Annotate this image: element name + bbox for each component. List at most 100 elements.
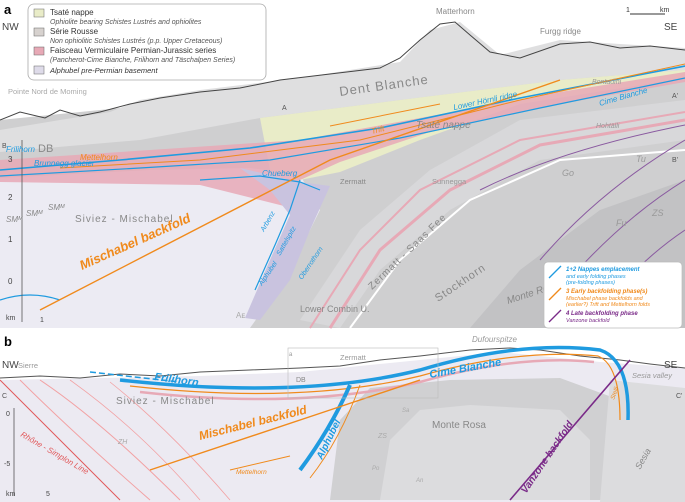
- peak-pointe-nord: Pointe Nord de Moming: [8, 87, 87, 96]
- unit-db: DB: [38, 143, 53, 155]
- axis-b-five: 5: [46, 491, 50, 498]
- unit-tu: Tu: [636, 154, 646, 164]
- zermatt-white-line: [349, 149, 685, 329]
- rhone-line-5: [109, 381, 231, 501]
- axis-bottom-one: 1: [40, 317, 44, 324]
- place-zermatt-b: Zermatt: [340, 353, 367, 362]
- phase-1-line-2: (pre-folding phases): [566, 280, 615, 286]
- rhone-line-4: [69, 379, 201, 501]
- panel-b-inner-dome: [380, 405, 590, 500]
- cime-bianche-arch-orange: [129, 353, 621, 421]
- unit-go: Go: [562, 168, 574, 178]
- zermatt-box: [287, 347, 439, 399]
- unit-siviez-b: Siviez - Mischabel: [116, 396, 215, 407]
- rhone-line-1: [0, 379, 121, 501]
- panel-a: a: [0, 2, 685, 329]
- unit-zermatt-a: Zermatt: [340, 177, 367, 186]
- struct-mettelhorn-b: Mettelhorn: [236, 469, 267, 476]
- phase-3-title: 3 Early backfolding phase(s): [566, 289, 647, 295]
- late-fold-line-1: [539, 139, 685, 261]
- phase-legend: 1+2 Nappes emplacement and early folding…: [543, 261, 683, 329]
- fold-mettelhorn-a: Mettelhorn: [80, 153, 118, 162]
- orientation-nw-a: NW: [2, 22, 19, 33]
- unit-zs-a: ZS: [651, 208, 664, 218]
- place-sesia-valley: Sesia valley: [632, 371, 673, 380]
- panel-b-sesia: [600, 380, 685, 502]
- phase-1-title: 1+2 Nappes emplacement: [566, 267, 641, 273]
- mark-a-prime: A': [672, 93, 678, 100]
- orientation-nw-b: NW: [2, 360, 19, 371]
- cime-bianche-arch-pink: [139, 358, 595, 401]
- unit-lower-combin: Lower Combin U.: [300, 304, 370, 314]
- legend-sub-1: Ophiolite bearing Schistes Lustrés and o…: [50, 19, 202, 26]
- zermatt-pink-line: [328, 118, 685, 329]
- mischabel-backfold-trace-b: [149, 379, 421, 471]
- alphubel-fold-orange: [309, 384, 361, 479]
- zermatt-saas-body: [300, 100, 685, 328]
- unit-monte-rosa-b: Monte Rosa: [432, 420, 486, 431]
- mark-c-prime: C': [676, 393, 682, 400]
- phase-3-line-1: Mischabel phase backfolds and: [566, 296, 644, 302]
- phase-legend-line-1: [548, 265, 562, 279]
- legend-frame: [27, 3, 267, 81]
- phase-legend-line-2: [548, 287, 562, 301]
- alphubel-fold-b: [298, 384, 352, 472]
- mark-b: B: [2, 143, 7, 150]
- peak-furgg: Furgg ridge: [540, 27, 581, 36]
- legend-title-3: Faisceau Vermiculaire Permian-Jurassic s…: [50, 46, 216, 55]
- axis-tick-1: 1: [8, 235, 13, 244]
- unit-sm-2: SMᴹ: [26, 209, 43, 218]
- blue-trace-5: [0, 294, 61, 301]
- dent-blanche-body: [0, 22, 685, 152]
- blue-trace-1: [0, 65, 685, 171]
- phase-4-title: 4 Late backfolding phase: [565, 311, 638, 317]
- mark-c: C: [2, 393, 7, 400]
- unit-zs-b: ZS: [377, 433, 387, 440]
- mettelhorn-trace-b: [229, 455, 291, 471]
- fold-frilihorn-a: Frilihorn: [6, 145, 35, 154]
- late-fold-line-4: [479, 124, 685, 191]
- phase-4-line-1: Vanzone backfold: [566, 318, 610, 324]
- unit-sm-3: SMᴹ: [48, 203, 65, 212]
- unit-hohtalli: Hohtälli: [596, 123, 620, 130]
- vanzone-backfold-trace: [509, 359, 631, 501]
- unit-siviez-a: Siviez - Mischabel: [75, 214, 174, 225]
- frilihorn-dashed: [89, 371, 181, 383]
- mischabel-backfold-trace: [39, 79, 561, 311]
- legend-sub-3: (Pancherot-Cime Bianche, Frilihorn and T…: [50, 57, 235, 64]
- blue-trace-4: [254, 179, 301, 291]
- phase-3-line-2: (earlier?) Trift and Mettelhorn folds: [566, 302, 650, 308]
- legend-sub-2: Non ophiolitic Schistes Lustrés (p.p. Up…: [50, 38, 222, 45]
- unit-bontadini: Bontadini: [592, 79, 622, 86]
- peak-matterhorn: Matterhorn: [436, 7, 475, 16]
- orientation-se-a: SE: [664, 22, 678, 33]
- unit-fu: Fu: [616, 218, 627, 228]
- unit-sunnegga: Sunnegga: [432, 177, 467, 186]
- axis-tick-km: km: [6, 315, 16, 322]
- unit-an: An: [415, 478, 424, 484]
- legend-title-2: Série Rousse: [50, 27, 99, 36]
- legend-title-4: Alphubel pre-Permian basement: [49, 66, 158, 75]
- scale-km-a: km: [660, 7, 670, 14]
- legend-swatch-rousse: [33, 27, 45, 37]
- panel-b-label: b: [4, 334, 12, 349]
- unit-legend: Tsaté nappe Ophiolite bearing Schistes L…: [27, 3, 267, 81]
- blue-trace-2: [0, 77, 685, 177]
- axis-b-tick-5: -5: [4, 461, 10, 468]
- blue-trace-3: [199, 175, 321, 191]
- unit-sm-1: SMᴹ: [6, 215, 23, 224]
- phase-1-line-1: and early folding phases: [566, 274, 626, 280]
- struct-stelli: Stelli: [610, 386, 620, 401]
- axis-b-tick-0: 0: [6, 411, 10, 418]
- legend-swatch-alphubel: [33, 65, 45, 75]
- fold-trift: Trift: [370, 124, 386, 136]
- legend-swatch-vermiculaire: [33, 46, 45, 56]
- orientation-se-b: SE: [664, 360, 678, 371]
- panel-a-label: a: [4, 2, 12, 17]
- alphubel-basement: [240, 168, 330, 320]
- legend-swatch-tsate: [33, 8, 45, 18]
- scale-one-a: 1: [626, 7, 630, 14]
- mark-a-box: a: [289, 352, 293, 358]
- fold-brunnegg: Brunnegg glacier: [34, 159, 95, 168]
